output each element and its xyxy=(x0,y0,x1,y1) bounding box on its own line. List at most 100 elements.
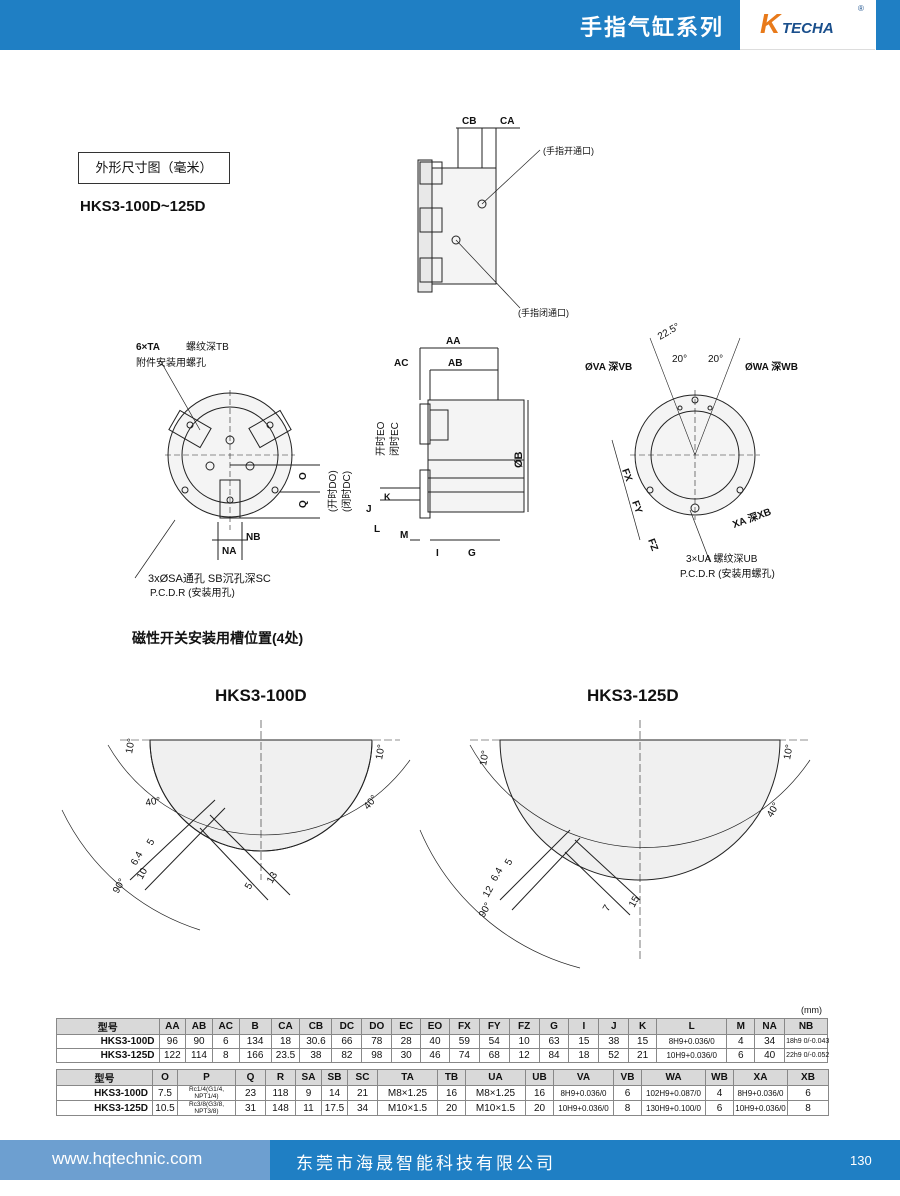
g125-a10l: 10° xyxy=(478,750,491,767)
g100-a40l: 40° xyxy=(145,795,162,808)
table-cell: 4 xyxy=(726,1034,756,1049)
groove-title-100: HKS3-100D xyxy=(215,686,307,705)
label-m: M xyxy=(400,530,408,541)
table-cell: 148 xyxy=(265,1100,296,1116)
table-cell: 8 xyxy=(613,1100,642,1116)
page-title: 手指气缸系列 xyxy=(579,15,724,40)
header-cell: SC xyxy=(347,1069,378,1086)
header-cell: K xyxy=(628,1018,657,1035)
g100-a10r: 10° xyxy=(374,744,387,761)
label-j: J xyxy=(366,504,372,515)
header-cell: FY xyxy=(478,1018,510,1035)
table-cell: 10 xyxy=(508,1034,540,1049)
table-cell: 46 xyxy=(420,1048,450,1063)
table-cell: 10H9+0.036/0 xyxy=(733,1100,788,1116)
page-header: 手指气缸系列 K TECHA ® xyxy=(0,0,900,50)
label-a225: 22.5° xyxy=(656,321,682,342)
header-cell: SB xyxy=(321,1069,348,1086)
groove-caption: 磁性开关安装用槽位置(4处) xyxy=(132,630,304,646)
table-cell: 8H9+0.036/0 xyxy=(733,1085,788,1101)
g125-a90: 90° xyxy=(477,901,494,920)
table-cell: 21 xyxy=(628,1048,657,1063)
table-cell: 8 xyxy=(211,1048,240,1063)
label-a20b: 20° xyxy=(708,354,723,365)
g100-a10l: 10° xyxy=(124,738,137,755)
table-cell: 21 xyxy=(347,1085,378,1101)
label-eo: 开时EO xyxy=(375,421,387,456)
header-cell: SA xyxy=(295,1069,322,1086)
footer-url[interactable]: www.hqtechnic.com xyxy=(52,1149,203,1168)
table-cell: 10H9+0.036/0 xyxy=(553,1100,614,1116)
table-cell: 68 xyxy=(478,1048,510,1063)
table-cell: 10.5 xyxy=(152,1100,178,1116)
label-fx: FX xyxy=(619,467,634,483)
table-cell: 6 xyxy=(211,1034,240,1049)
table-cell: 18 xyxy=(270,1034,301,1049)
header-cell: P xyxy=(177,1069,236,1086)
header-cell: VB xyxy=(613,1069,642,1086)
label-close-port: (手指闭通口) xyxy=(518,307,569,318)
label-ac: AC xyxy=(394,358,408,369)
logo-registered: ® xyxy=(858,4,864,13)
table-cell: 6 xyxy=(726,1048,756,1063)
table-cell: 10H9+0.036/0 xyxy=(655,1048,728,1063)
table-cell: 15 xyxy=(568,1034,600,1049)
table-header-row: 型号 O P Q R SA SB SC TA TB UA UB VA VB WA… xyxy=(56,1069,829,1086)
table-cell: 90 xyxy=(185,1034,213,1049)
label-pcdr-right: P.C.D.R (安装用螺孔) xyxy=(680,567,775,580)
label-ua: 3×UA 螺纹深UB xyxy=(686,552,758,565)
label-fy: FY xyxy=(629,499,644,515)
table-row: HKS3-100D 96 90 6 134 18 30.6 66 78 28 4… xyxy=(56,1034,829,1049)
label-fz: FZ xyxy=(645,537,660,552)
table-cell: 18h9 0/-0.043 xyxy=(784,1034,829,1049)
header-cell: CB xyxy=(299,1018,333,1035)
table-cell: M10×1.5 xyxy=(377,1100,438,1116)
table-cell: 34 xyxy=(347,1100,378,1116)
label-a20a: 20° xyxy=(672,354,687,365)
logo-text: TECHA xyxy=(782,20,834,37)
header-cell: Q xyxy=(235,1069,266,1086)
table-row: HKS3-125D 10.5 Rc3/8(G3/8, NPT3/8) 31 14… xyxy=(56,1100,829,1116)
spec-table-1: 型号 AA AB AC B CA CB DC DO EC EO FX FY FZ… xyxy=(56,1018,829,1063)
table-cell: 40 xyxy=(754,1048,786,1063)
header-cell: AB xyxy=(185,1018,213,1035)
table-cell: 12 xyxy=(508,1048,540,1063)
header-cell: J xyxy=(598,1018,630,1035)
header-cell: NB xyxy=(784,1018,828,1035)
table-cell: 82 xyxy=(331,1048,363,1063)
table-cell: M10×1.5 xyxy=(465,1100,526,1116)
header-cell: R xyxy=(265,1069,296,1086)
footer-url-band xyxy=(0,1140,270,1180)
header-cell: XA xyxy=(733,1069,788,1086)
table-cell: 6 xyxy=(613,1085,642,1101)
table-cell: 16 xyxy=(525,1085,554,1101)
table-cell: 66 xyxy=(331,1034,363,1049)
label-g: G xyxy=(468,548,476,559)
label-pcdr-left: P.C.D.R (安装用孔) xyxy=(150,586,235,599)
label-ta-depth: 螺纹深TB xyxy=(186,340,229,353)
groove-view-125 xyxy=(419,720,811,969)
table-cell: 118 xyxy=(265,1085,296,1101)
table-cell: 6 xyxy=(787,1085,829,1101)
g100-d64: 6.4 xyxy=(129,850,146,868)
g100-d5b: 5 xyxy=(243,881,256,892)
table-header-row: 型号 AA AB AC B CA CB DC DO EC EO FX FY FZ… xyxy=(56,1018,828,1035)
table-cell: 30 xyxy=(391,1048,422,1063)
label-wa: ØWA 深WB xyxy=(745,360,798,373)
side-view-top xyxy=(417,127,541,309)
front-view-left xyxy=(134,359,320,579)
table-cell: 14 xyxy=(321,1085,348,1101)
unit-label: (mm) xyxy=(801,1005,822,1015)
footer-company: 东莞市海晟智能科技有限公司 xyxy=(296,1154,556,1173)
g125-d5: 5 xyxy=(503,857,516,868)
header-cell: M xyxy=(726,1018,756,1035)
label-open-port: (手指开通口) xyxy=(543,145,594,156)
label-aa: AA xyxy=(446,336,460,347)
table-cell: 22h9 0/-0.052 xyxy=(784,1048,829,1063)
header-cell: WB xyxy=(705,1069,734,1086)
g125-d15: 15 xyxy=(627,894,642,910)
table-cell: 23 xyxy=(235,1085,266,1101)
header-cell: EC xyxy=(391,1018,422,1035)
table-cell: 9 xyxy=(295,1085,322,1101)
table-cell: 134 xyxy=(238,1034,272,1049)
